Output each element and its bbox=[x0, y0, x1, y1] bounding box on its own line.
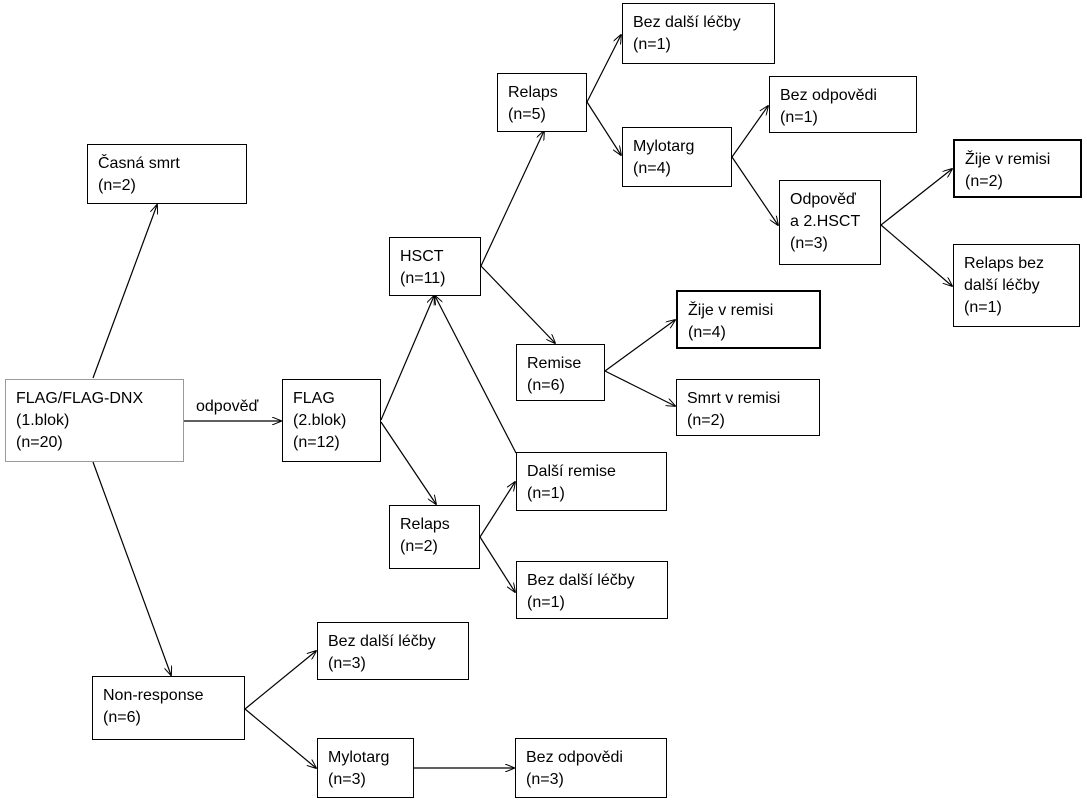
node-early-death: Časná smrt (n=2) bbox=[87, 144, 247, 204]
arrow-mylotarg4-to-bez-odp bbox=[731, 106, 768, 158]
node-label: (n=1) bbox=[527, 485, 565, 502]
node-label: Další remise bbox=[527, 463, 616, 480]
node-label: (n=4) bbox=[688, 324, 726, 341]
node-odpoved-2hsct: Odpověď a 2.HSCT (n=3) bbox=[779, 180, 881, 265]
node-relaps2: Relaps (n=2) bbox=[389, 505, 480, 569]
node-dalsi-remise: Další remise (n=1) bbox=[516, 452, 667, 511]
node-label: Žije v remisi bbox=[965, 151, 1051, 168]
node-label: další léčby bbox=[964, 277, 1040, 294]
arrow-relaps5-to-mylotarg4 bbox=[586, 101, 621, 155]
node-label: Bez další léčby bbox=[527, 572, 635, 589]
node-relaps5: Relaps (n=5) bbox=[497, 73, 587, 132]
node-label: Odpověď bbox=[790, 191, 856, 208]
node-label: (n=3) bbox=[328, 771, 366, 788]
node-label: Smrt v remisi bbox=[687, 390, 781, 407]
node-label: Bez další léčby bbox=[328, 633, 436, 650]
arrow-hsct-to-relaps5 bbox=[480, 131, 544, 267]
node-label: Non-response bbox=[103, 687, 204, 704]
node-mylotarg3: Mylotarg (n=3) bbox=[317, 738, 414, 798]
arrow-flag2-to-hsct bbox=[380, 296, 434, 421]
arrow-remise6-to-zije4 bbox=[604, 320, 675, 372]
node-label: Časná smrt bbox=[98, 155, 180, 172]
node-bez-odpovedi-3: Bez odpovědi (n=3) bbox=[515, 738, 667, 798]
node-label: (n=3) bbox=[526, 771, 564, 788]
node-label: Relaps bez bbox=[964, 255, 1045, 272]
node-label: Remise bbox=[527, 355, 582, 372]
node-label: Relaps bbox=[400, 516, 450, 533]
node-label: (n=5) bbox=[508, 106, 546, 123]
node-label: (n=4) bbox=[633, 160, 671, 177]
node-label: Bez odpovědi bbox=[780, 87, 877, 104]
node-label: Mylotarg bbox=[633, 138, 695, 155]
node-nonresponse: Non-response (n=6) bbox=[92, 676, 245, 740]
node-label: (n=3) bbox=[790, 235, 828, 252]
node-label: Bez odpovědi bbox=[526, 749, 623, 766]
node-smrt-v-remisi: Smrt v remisi (n=2) bbox=[676, 379, 820, 436]
arrow-root-to-early-death bbox=[92, 205, 157, 379]
node-label: a 2.HSCT bbox=[790, 213, 861, 230]
node-label: (n=6) bbox=[103, 709, 141, 726]
arrow-remise6-to-smrt bbox=[604, 370, 675, 406]
node-label: Mylotarg bbox=[328, 749, 390, 766]
node-label: (n=2) bbox=[965, 173, 1003, 190]
node-root: FLAG/FLAG-DNX (1.blok) (n=20) bbox=[5, 379, 184, 462]
node-bez-odpovedi-1: Bez odpovědi (n=1) bbox=[769, 76, 917, 133]
node-bez-dalsi-lecby-1b: Bez další léčby (n=1) bbox=[516, 561, 668, 619]
arrow-mylotarg4-to-odp-hsct bbox=[731, 156, 778, 225]
node-label: FLAG/FLAG-DNX bbox=[16, 390, 144, 407]
node-label: Bez další léčby bbox=[633, 14, 741, 31]
node-bez-dalsi-lecby-3: Bez další léčby (n=3) bbox=[317, 622, 469, 680]
node-label: (n=3) bbox=[328, 655, 366, 672]
arrow-odp-hsct-to-relaps-bez bbox=[880, 224, 952, 286]
node-flag2: FLAG (2.blok) (n=12) bbox=[282, 379, 381, 462]
node-label: (n=1) bbox=[633, 36, 671, 53]
arrow-nonresp-to-mylotarg3 bbox=[244, 708, 316, 768]
node-label: (n=6) bbox=[527, 377, 565, 394]
arrow-dalsi-remise-to-hsct bbox=[435, 296, 517, 454]
node-label: (2.blok) bbox=[293, 412, 347, 429]
node-zije-v-remisi-2: Žije v remisi (n=2) bbox=[953, 139, 1082, 198]
node-label: (1.blok) bbox=[16, 412, 70, 429]
node-label: (n=1) bbox=[964, 299, 1002, 316]
node-label: (n=2) bbox=[400, 538, 438, 555]
node-zije-v-remisi-4: Žije v remisi (n=4) bbox=[676, 290, 821, 349]
node-label: Relaps bbox=[508, 84, 558, 101]
node-label: (n=1) bbox=[527, 594, 565, 611]
node-remise6: Remise (n=6) bbox=[516, 344, 605, 401]
node-label: HSCT bbox=[400, 248, 444, 265]
arrow-odp-hsct-to-zije2 bbox=[880, 169, 952, 226]
node-hsct: HSCT (n=11) bbox=[389, 237, 481, 296]
edge-label-response: odpověď bbox=[196, 398, 259, 415]
arrow-root-to-nonresp bbox=[92, 461, 171, 675]
arrow-relaps2-to-bez-dalsi bbox=[479, 536, 515, 592]
arrow-relaps5-to-bez-dalsi bbox=[586, 35, 621, 103]
arrow-nonresp-to-bez-dalsi-3 bbox=[244, 651, 316, 710]
arrow-relaps2-to-dalsi-remise bbox=[479, 482, 515, 538]
node-label: (n=12) bbox=[293, 434, 340, 451]
node-relaps-bez-dalsi-lecby: Relaps bez další léčby (n=1) bbox=[953, 244, 1080, 327]
node-label: (n=20) bbox=[16, 434, 63, 451]
node-label: (n=2) bbox=[687, 412, 725, 429]
node-label: FLAG bbox=[293, 390, 335, 407]
node-label: (n=2) bbox=[98, 177, 136, 194]
node-label: Žije v remisi bbox=[688, 302, 774, 319]
arrow-flag2-to-relaps2 bbox=[380, 421, 436, 504]
node-label: (n=1) bbox=[780, 109, 818, 126]
node-mylotarg4: Mylotarg (n=4) bbox=[622, 127, 732, 187]
node-label: (n=11) bbox=[400, 270, 446, 287]
arrow-hsct-to-remise6 bbox=[480, 265, 555, 343]
node-bez-dalsi-lecby-1a: Bez další léčby (n=1) bbox=[622, 3, 775, 64]
